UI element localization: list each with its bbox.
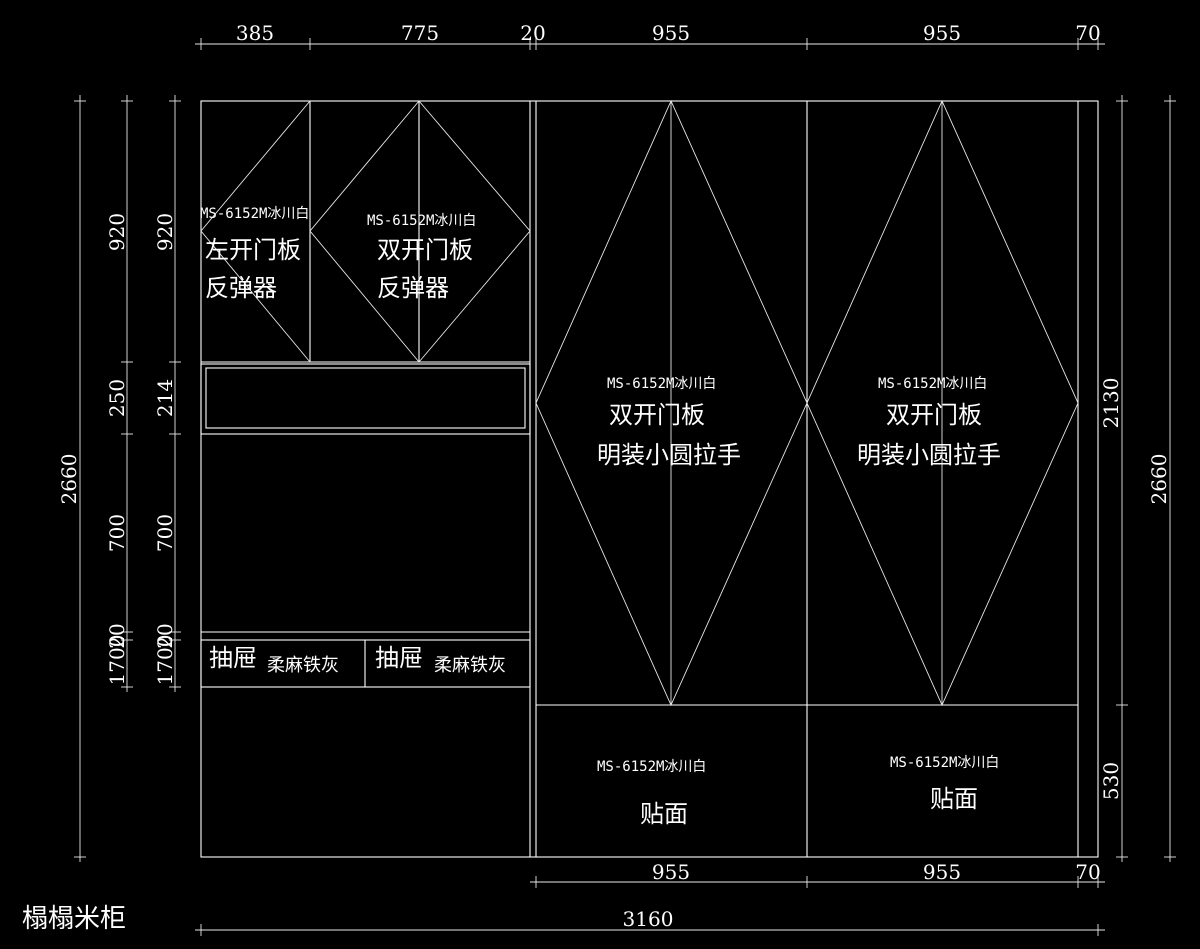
wardrobe-left-code: MS-6152M冰川白 xyxy=(607,376,716,392)
top-dim-955-a: 955 xyxy=(652,21,690,45)
left-a-700: 700 xyxy=(105,514,129,552)
wardrobe-left-handle: 明装小圆拉手 xyxy=(597,441,741,469)
overall-width: 3160 xyxy=(623,907,674,931)
left-b-920: 920 xyxy=(153,213,177,251)
wardrobe-right-diamond xyxy=(806,99,1079,707)
left-door-hardware: 反弹器 xyxy=(205,274,277,302)
wardrobe-left-type: 双开门板 xyxy=(609,401,705,429)
left-b-214: 214 xyxy=(153,379,177,417)
wardrobe-right-handle: 明装小圆拉手 xyxy=(857,441,1001,469)
top-dim-20: 20 xyxy=(520,21,545,45)
cabinet-frame xyxy=(200,100,1099,858)
right-dim-2130: 2130 xyxy=(1099,378,1123,429)
right-outer-height: 2660 xyxy=(1147,454,1171,505)
left-b-20: 20 xyxy=(153,623,177,648)
drawer-1-label: 抽屉 xyxy=(209,644,257,672)
left-a-20: 20 xyxy=(105,623,129,648)
double-door-left-swing-mark xyxy=(309,100,420,363)
outer-boundary xyxy=(200,100,1099,858)
left-a-920: 920 xyxy=(105,213,129,251)
base-left-code: MS-6152M冰川白 xyxy=(597,759,706,775)
left-door-type: 左开门板 xyxy=(205,236,301,264)
left-b-700: 700 xyxy=(153,514,177,552)
top-dim-70: 70 xyxy=(1075,21,1100,45)
right-dim-530: 530 xyxy=(1099,762,1123,800)
left-a-250: 250 xyxy=(105,379,129,417)
bottom-dim-70: 70 xyxy=(1075,860,1100,884)
right-dimension-chains: 2130 530 2660 xyxy=(1099,95,1176,862)
left-door-swing-mark xyxy=(200,100,311,363)
bottom-dim-955-a: 955 xyxy=(652,860,690,884)
base-right-code: MS-6152M冰川白 xyxy=(890,755,999,771)
top-dim-775: 775 xyxy=(401,21,439,45)
double-door-right-swing-mark xyxy=(418,100,531,363)
left-b-1700: 1700 xyxy=(153,635,177,686)
open-niche xyxy=(200,363,531,435)
wardrobe-doors xyxy=(535,99,1079,707)
left-dimension-chains: 2660 920 250 700 1700 20 920 214 700 170… xyxy=(57,95,181,862)
base-right-finish: 贴面 xyxy=(930,785,978,813)
left-a-1700: 1700 xyxy=(105,635,129,686)
bottom-dimension-chain: 955 955 70 3160 xyxy=(195,860,1105,936)
niche-inner xyxy=(205,367,526,429)
top-dim-955-b: 955 xyxy=(923,21,961,45)
wardrobe-left-diamond xyxy=(535,99,808,707)
double-door-type: 双开门板 xyxy=(377,236,473,264)
left-door-code: MS-6152M冰川白 xyxy=(200,206,309,222)
base-left-finish: 贴面 xyxy=(640,800,688,828)
drawer-2-finish: 柔麻铁灰 xyxy=(434,655,506,676)
wardrobe-right-type: 双开门板 xyxy=(886,401,982,429)
upper-door-section xyxy=(200,100,531,363)
drawer-2-label: 抽屉 xyxy=(375,644,423,672)
top-dim-385: 385 xyxy=(236,21,274,45)
panel-notes: MS-6152M冰川白 左开门板 反弹器 MS-6152M冰川白 双开门板 反弹… xyxy=(200,206,1001,828)
drawing-title: 榻榻米柜 xyxy=(22,904,126,934)
left-outer-height: 2660 xyxy=(57,454,81,505)
top-dimension-chain: 385 775 20 955 955 70 xyxy=(195,21,1105,50)
double-door-code: MS-6152M冰川白 xyxy=(367,213,476,229)
bottom-dim-955-b: 955 xyxy=(923,860,961,884)
wardrobe-right-code: MS-6152M冰川白 xyxy=(878,376,987,392)
drawer-1-finish: 柔麻铁灰 xyxy=(267,655,339,676)
niche-outer xyxy=(200,363,531,435)
double-door-hardware: 反弹器 xyxy=(377,274,449,302)
drawer-row: 抽屉 柔麻铁灰 抽屉 柔麻铁灰 xyxy=(200,631,531,688)
